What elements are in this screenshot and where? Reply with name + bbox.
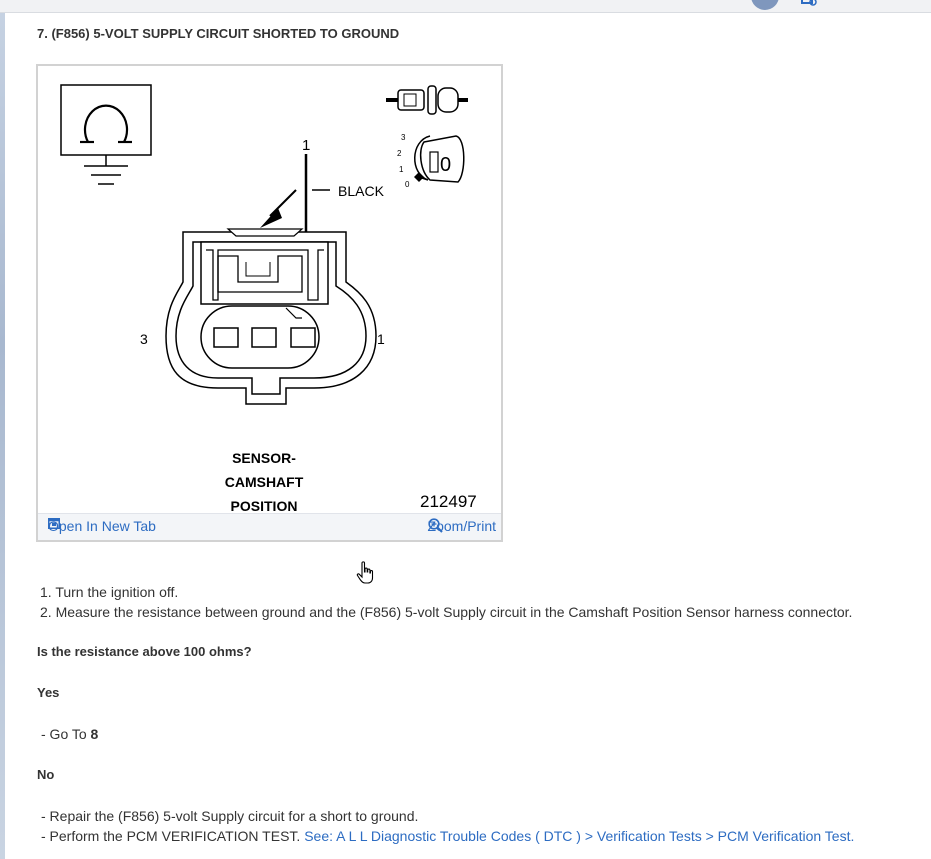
top-toolbar: [0, 0, 931, 13]
yes-action: - Go To 8: [41, 726, 98, 742]
zoom-print-label: Zoom/Print: [427, 518, 496, 534]
harness-connector: [165, 228, 377, 405]
figure-footer: Open In New Tab Zoom/Print: [38, 513, 501, 540]
step-item: 2. Measure the resistance between ground…: [40, 604, 853, 620]
yes-action-text: - Go To: [41, 726, 91, 742]
hand-cursor-icon: [356, 561, 374, 584]
pcm-verification-test-link[interactable]: See: A L L Diagnostic Trouble Codes ( DT…: [304, 828, 855, 844]
copy-icon[interactable]: [800, 0, 818, 8]
no-action-verification: - Perform the PCM VERIFICATION TEST. See…: [41, 828, 854, 844]
diagram-figure: 3 2 1 0 0 1 BLACK: [36, 64, 503, 542]
step-title: 7. (F856) 5-VOLT SUPPLY CIRCUIT SHORTED …: [37, 26, 400, 41]
ohmmeter-icon: [60, 84, 152, 185]
svg-text:1: 1: [399, 165, 404, 174]
svg-text:0: 0: [440, 154, 451, 176]
zoom-icon: [427, 518, 443, 533]
open-in-new-tab-link[interactable]: Open In New Tab: [48, 518, 156, 534]
user-avatar[interactable]: [751, 0, 779, 10]
caption-line3: POSITION: [231, 498, 298, 514]
pin-number-left: 3: [140, 331, 148, 347]
probe-pin-label: 1: [302, 137, 310, 154]
svg-text:3: 3: [401, 133, 406, 142]
step-item: 1. Turn the ignition off.: [40, 584, 179, 600]
disconnected-connector-icon: [386, 85, 468, 115]
caption-line2: CAMSHAFT: [225, 474, 304, 490]
procedure-steps: 1. Turn the ignition off. 2. Measure the…: [40, 584, 852, 624]
new-tab-icon: [48, 518, 60, 529]
wire-color-label: BLACK: [338, 183, 385, 199]
yes-heading: Yes: [37, 685, 60, 700]
ignition-key-icon: 3 2 1 0 0: [397, 133, 465, 189]
figure-id: 212497: [420, 492, 477, 511]
svg-text:0: 0: [405, 180, 410, 189]
pin-number-right: 1: [377, 331, 385, 347]
connector-diagram: 3 2 1 0 0 1 BLACK: [60, 84, 477, 514]
question-text: Is the resistance above 100 ohms?: [37, 644, 252, 659]
caption-line1: SENSOR-: [232, 450, 296, 466]
window-left-edge: [0, 0, 5, 859]
no-action-verification-text: - Perform the PCM VERIFICATION TEST.: [41, 828, 305, 844]
zoom-print-link[interactable]: Zoom/Print: [428, 518, 496, 534]
svg-text:2: 2: [397, 149, 402, 158]
no-action-repair: - Repair the (F856) 5-volt Supply circui…: [41, 808, 419, 824]
no-heading: No: [37, 767, 55, 782]
go-to-step-target: 8: [90, 726, 99, 742]
open-in-new-tab-label: Open In New Tab: [48, 518, 156, 534]
